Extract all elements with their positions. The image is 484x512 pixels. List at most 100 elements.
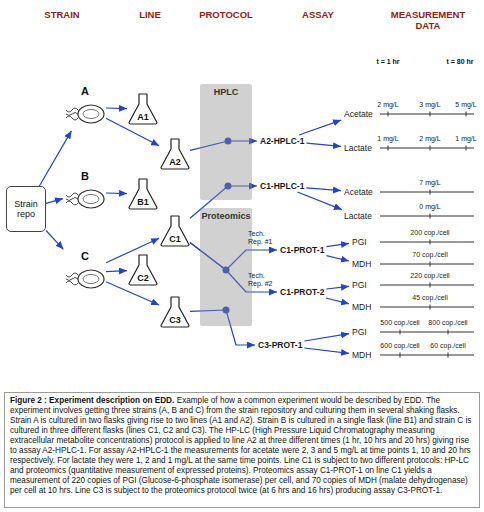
shake-flask: B1 [128,178,158,210]
measurement-name: Lactate [342,142,374,154]
flow-arrow [326,243,349,246]
measurement-name: PGI [350,279,369,291]
flow-arrow [106,107,127,109]
assay-label: C1-PROT-2 [278,286,326,298]
line-label: A2 [169,157,181,167]
shake-flask: A2 [160,138,190,170]
measurement-name-text: PGI [352,280,367,290]
flow-arrow [299,120,341,135]
measurement-value: 800 cop./cell [428,319,467,327]
flagellum [66,198,78,201]
measurement-name: Acetate [342,186,375,198]
cell-body [83,110,99,119]
caption-box: Figure 2 : Experiment description on EDD… [4,392,480,508]
flask-outline [129,255,157,285]
cell-wall [78,270,104,288]
measurement-value: 60 cop./cell [430,342,465,350]
cell-body [83,195,99,204]
flow-arrow [106,270,127,272]
measurement-value: 3 mg/L [419,101,440,109]
flagellum [66,201,78,205]
time-label: t = 1 hr [376,58,399,66]
flow-arrow [304,334,349,341]
column-header: MEASUREMENT DATA [388,10,468,32]
assay-label-text: A2-HPLC-1 [260,136,304,146]
measurement-name: MDH [350,349,373,361]
timeline [380,305,474,310]
assay-label: A2-HPLC-1 [258,135,306,147]
timeline [380,146,474,151]
measurement-value: 45 cop./cell [412,294,447,302]
caption-title: Figure 2 : Experiment description on EDD… [10,396,174,405]
flagellum [66,281,78,285]
timeline [380,353,474,358]
flagellum [66,116,78,120]
measurement-name-text: PGI [352,237,367,247]
bacterium-icon [64,264,106,294]
measurement-value: 600 cop./cell [380,342,419,350]
strain-letter: B [64,170,106,183]
measurement-value: 0 mg/L [419,203,440,211]
flow-arrow [306,188,341,191]
assay-label-text: C1-PROT-2 [280,287,324,297]
measurement-value: 2 mg/L [419,135,440,143]
flask-outline [161,139,189,169]
timeline [380,330,474,335]
box-label: Strain repo [9,199,43,220]
time-label: t = 80 hr [446,58,473,66]
assay-label-text: C1-PROT-1 [280,245,324,255]
replicate-note: Tech. Rep. #1 [248,230,278,246]
cell-body [83,275,99,284]
measurement-value: 70 cop./cell [412,251,447,259]
measurement-name: MDH [350,301,373,313]
timeline [380,283,474,288]
shake-flask: C3 [160,296,190,328]
strain-cell: A [64,85,106,130]
measurement-name-text: MDH [352,350,371,360]
flagellum [66,273,78,277]
bacterium-icon [64,99,106,129]
line-label: C3 [169,315,181,325]
measurement-name-text: MDH [352,302,371,312]
flow-arrow [106,238,159,262]
timeline [380,262,474,267]
measurement-name: Lactate [342,210,374,222]
flask-outline [161,216,189,246]
flow-arrow [304,348,349,353]
column-header: PROTOCOL [199,10,253,21]
flagellum [66,278,78,281]
flow-arrow [46,199,63,204]
measurement-name-text: PGI [352,327,367,337]
measurement-value: 1 mg/L [455,135,476,143]
timeline [380,112,474,117]
strain-cell: B [64,170,106,215]
measurement-name-text: MDH [352,259,371,269]
measurement-value: 2 mg/L [377,101,398,109]
measurement-value: 500 cop./cell [380,319,419,327]
replicate-note: Tech. Rep. #2 [248,272,278,288]
measurement-name: PGI [350,236,369,248]
assay-label: C1-HPLC-1 [258,180,306,192]
timeline [380,214,474,219]
timeline [380,190,474,195]
flask-outline [129,179,157,209]
shake-flask: C2 [128,254,158,286]
shake-flask: A1 [128,93,158,125]
measurement-name: MDH [350,258,373,270]
strain-letter: C [64,250,106,263]
assay-label-text: C1-HPLC-1 [260,181,304,191]
measurement-name: Acetate [342,108,375,120]
flow-arrow [297,192,342,210]
measurement-value: 5 mg/L [455,101,476,109]
strain-cell: C [64,250,106,295]
assay-label-text: C3-PROT-1 [258,340,302,350]
line-label: C2 [137,273,149,283]
assay-label: C3-PROT-1 [256,339,304,351]
measurement-name-text: Acetate [344,109,373,119]
measurement-name-text: Lactate [344,211,372,221]
measurement-name: PGI [350,326,369,338]
cell-wall [78,190,104,208]
flagellum [66,193,78,197]
flow-arrow [39,131,71,186]
